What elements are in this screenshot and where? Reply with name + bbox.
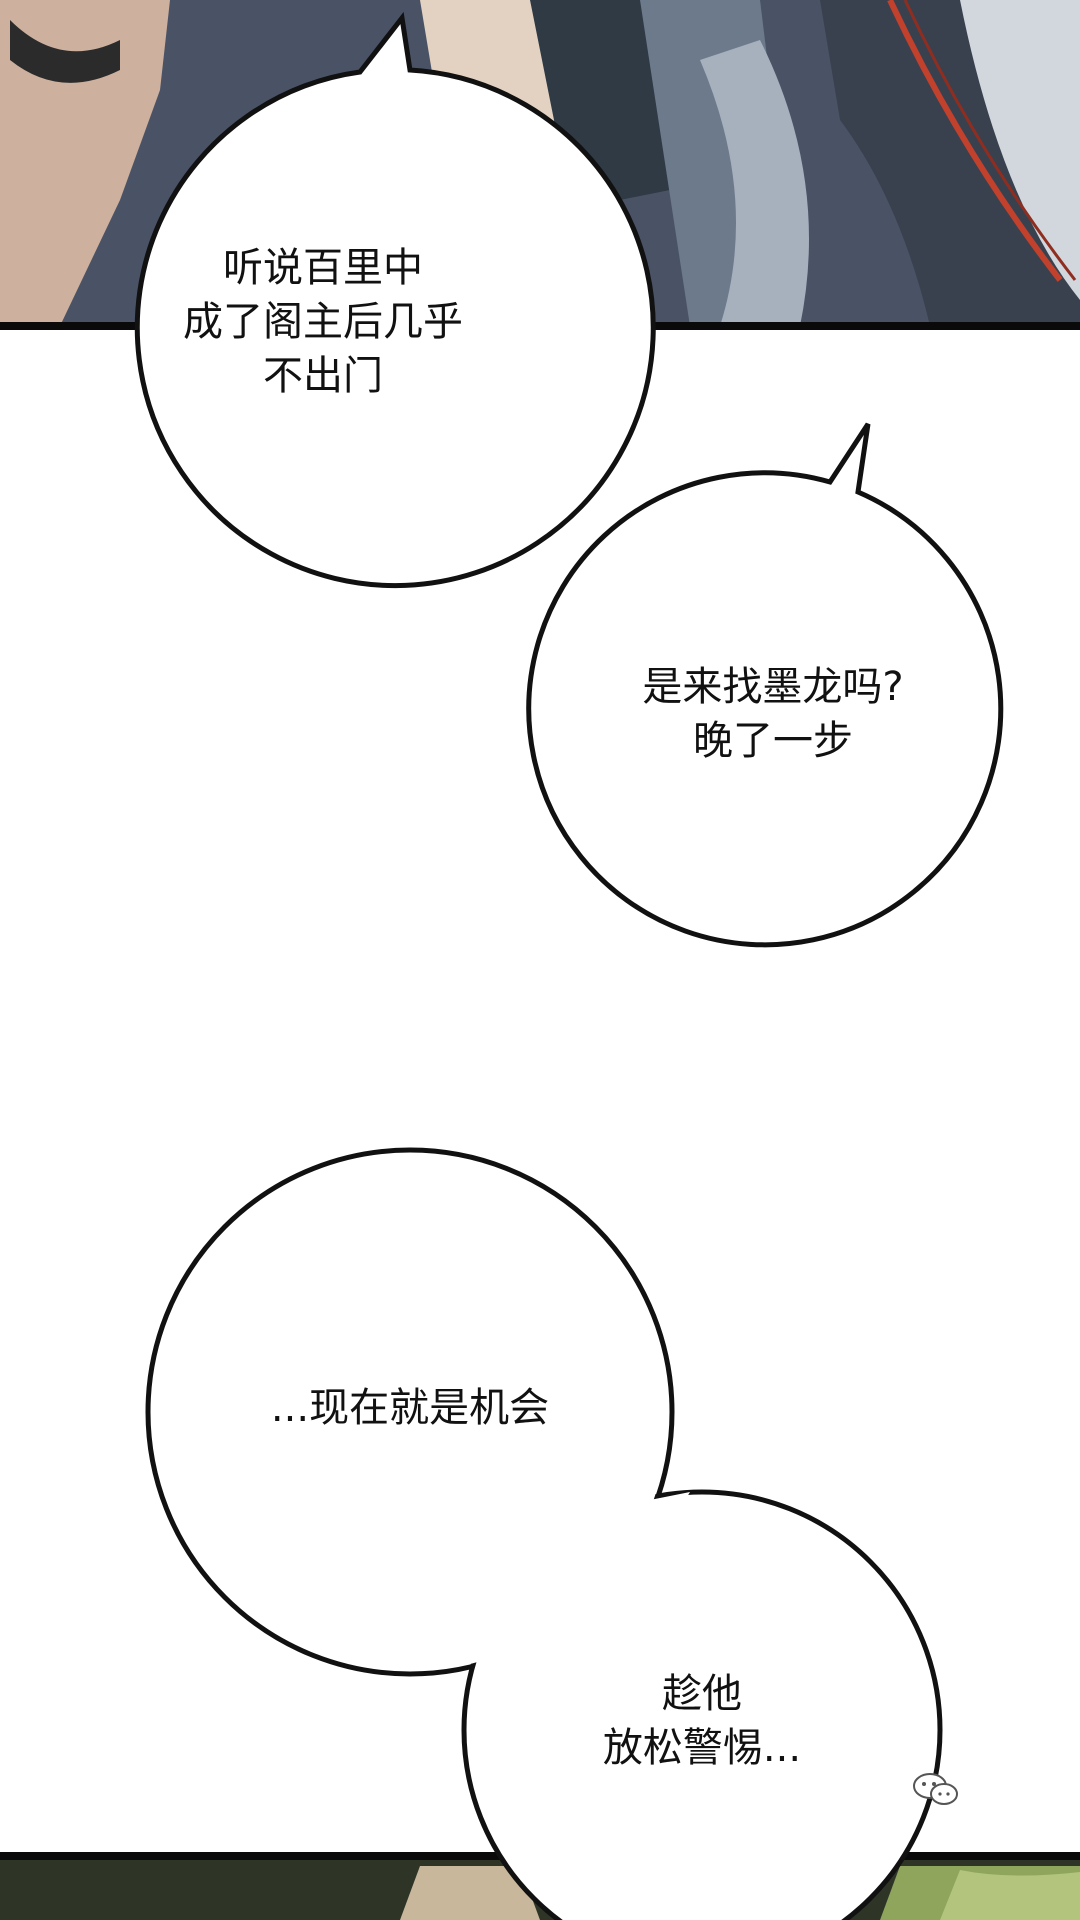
bubble-4-line-1: 趁他: [662, 1671, 742, 1717]
speech-bubble-1: [134, 11, 656, 589]
bubble-4-text: 趁他 放松警惕...: [603, 1667, 801, 1775]
speech-bubble-2: [526, 422, 1004, 948]
bubble-2-text: 是来找墨龙吗? 晚了一步: [642, 660, 903, 768]
bubble-2-line-1: 是来找墨龙吗?: [642, 664, 904, 710]
top-panel-art: [0, 0, 1080, 326]
wechat-icon: [913, 1773, 958, 1805]
bubble-1-text: 听说百里中 成了阁主后几乎 不出门: [183, 241, 463, 403]
bubble-1-line-3: 不出门: [263, 353, 383, 399]
bubble-3-text: ...现在就是机会: [271, 1381, 549, 1435]
bubble-1-line-1: 听说百里中: [223, 245, 423, 291]
bubble-4-line-2: 放松警惕...: [602, 1725, 802, 1771]
bubble-2-line-2: 晚了一步: [692, 718, 853, 764]
bottom-panel-art: [0, 1858, 1080, 1920]
bubble-3-line-1: ...现在就是机会: [270, 1385, 550, 1431]
bubble-1-line-2: 成了阁主后几乎: [183, 299, 463, 345]
